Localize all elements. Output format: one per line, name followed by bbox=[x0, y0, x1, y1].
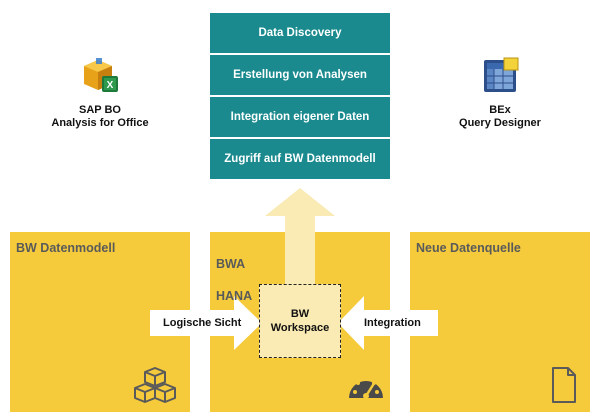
title-bwa-hana: BWA HANA bbox=[216, 240, 252, 320]
stack-item-analysen: Erstellung von Analysen bbox=[210, 55, 390, 95]
arrow-integration bbox=[338, 296, 438, 350]
bw-workspace-box: BW Workspace bbox=[259, 284, 341, 358]
analysis-office-icon: X bbox=[78, 56, 122, 96]
tool-label-query-designer: BEx Query Designer bbox=[430, 104, 570, 130]
tool-label-line: SAP BO bbox=[79, 104, 121, 116]
stack-item-label: Data Discovery bbox=[258, 27, 342, 39]
tool-label-line: Query Designer bbox=[459, 117, 541, 129]
title-line: BWA bbox=[216, 257, 246, 271]
capability-stack: Data Discovery Erstellung von Analysen I… bbox=[0, 0, 600, 180]
cubes-icon bbox=[133, 366, 177, 404]
stack-item-label: Zugriff auf BW Datenmodell bbox=[224, 153, 376, 165]
stack-item-integration: Integration eigener Daten bbox=[210, 97, 390, 137]
label-logische-sicht: Logische Sicht bbox=[163, 317, 242, 329]
title-bw-datenmodell: BW Datenmodell bbox=[16, 241, 116, 255]
workspace-line: Workspace bbox=[270, 322, 330, 334]
svg-text:X: X bbox=[107, 80, 114, 91]
speedometer-icon bbox=[346, 372, 386, 404]
tool-label-line: Analysis for Office bbox=[51, 117, 149, 129]
stack-item-label: Integration eigener Daten bbox=[230, 111, 370, 123]
title-neue-datenquelle: Neue Datenquelle bbox=[416, 241, 521, 255]
stack-item-label: Erstellung von Analysen bbox=[233, 69, 367, 81]
stack-item-data-discovery: Data Discovery bbox=[210, 13, 390, 53]
query-designer-icon bbox=[478, 56, 522, 96]
tool-label-line: BEx bbox=[489, 104, 511, 116]
label-integration: Integration bbox=[364, 317, 421, 329]
document-icon bbox=[550, 366, 578, 404]
panel-neue-datenquelle bbox=[410, 232, 590, 412]
upward-arrow bbox=[260, 186, 340, 286]
arrow-logische-sicht bbox=[150, 296, 262, 350]
tool-label-analysis-office: SAP BO Analysis for Office bbox=[30, 104, 170, 130]
title-line: HANA bbox=[216, 289, 253, 303]
workspace-line: BW bbox=[290, 308, 310, 320]
stack-item-datenmodell: Zugriff auf BW Datenmodell bbox=[210, 139, 390, 179]
